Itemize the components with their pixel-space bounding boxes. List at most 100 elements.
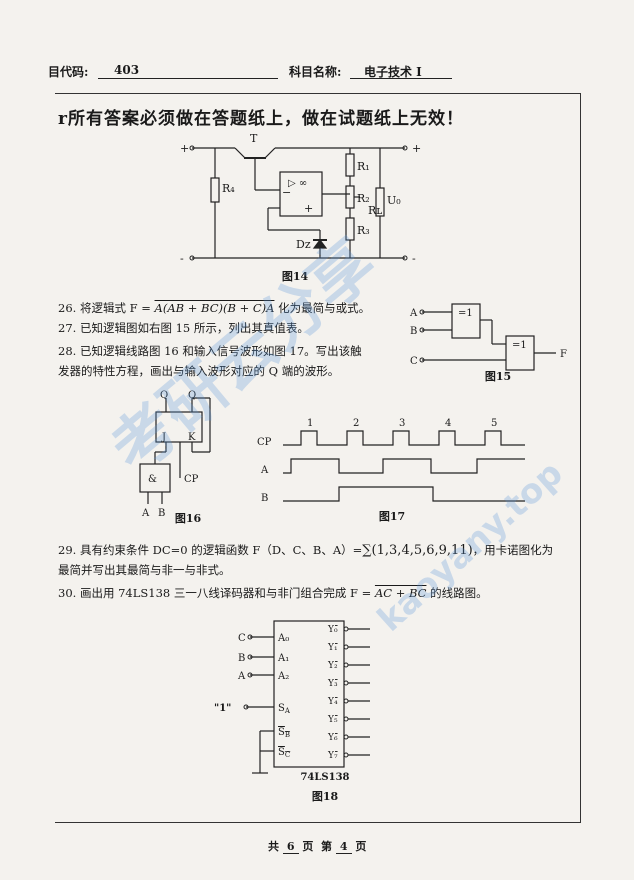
subject-label: 科目名称: (289, 65, 342, 79)
fig14-plus-right: + (412, 142, 421, 155)
subject-value: 电子技术 I (364, 65, 422, 79)
figure-17-caption: 图17 (378, 510, 406, 523)
fig18-chip-name: 74LS138 (300, 772, 350, 783)
fig18-pin-sc: SC (278, 747, 290, 759)
fig15-output-f: F (560, 349, 567, 360)
figure-14-circuit: + - + - T R₄ R₁ R₂ R₃ Rʟ U₀ Dz ▷ ∞ − + (180, 132, 421, 265)
question-29-suffix: ，用卡诺图化为 (472, 543, 554, 557)
fig18-pin-sa: SA (278, 703, 291, 715)
fig16-label-q: Q (160, 390, 168, 401)
fig18-output-y5: Y₅ (327, 715, 338, 725)
question-29-line2: 最简并写出其最简与非一与非式。 (58, 563, 231, 577)
fig18-output-y4: Y₄ (327, 697, 338, 707)
question-29-prefix: 29. 具有约束条件 DC=0 的逻辑函数 F（D、C、B、A）= (58, 543, 363, 557)
fig14-amp-symbol: ▷ ∞ (288, 178, 307, 189)
fig17-pulse-number: 5 (491, 418, 497, 429)
fig18-input-b: B (238, 653, 245, 664)
fig16-label-j: J (161, 432, 166, 443)
question-27: 27. 已知逻辑图如右图 15 所示，列出其真值表。 (58, 321, 309, 335)
fig14-label-uo: U₀ (387, 194, 401, 207)
fig17-pulse-number: 3 (399, 418, 405, 429)
question-26: 26. 将逻辑式 F = A(AB + BC)(B + C)A 化为最简与或式。 (58, 300, 370, 316)
fig16-label-a: A (141, 508, 150, 519)
fig16-label-k: K (188, 432, 196, 443)
fig17-pulse-number: 1 (307, 418, 313, 429)
question-29-sum: ∑(1,3,4,5,6,9,11) (362, 543, 473, 558)
fig17-wave-a (283, 458, 525, 474)
fig18-input-a: A (237, 671, 246, 682)
fig14-minus-left: - (180, 252, 184, 265)
fig14-label-rl: Rʟ (368, 204, 382, 217)
answer-notice: r所有答案必须做在答题纸上，做在试题纸上无效！ (58, 109, 464, 129)
fig15-input-c: C (410, 356, 418, 367)
fig17-signal-b: B (261, 493, 268, 504)
fig18-pin-sb: SB (278, 727, 290, 739)
fig18-output-y1: Y₁ (327, 643, 338, 653)
question-29-line1: 29. 具有约束条件 DC=0 的逻辑函数 F（D、C、B、A）=∑(1,3,4… (58, 542, 553, 559)
fig17-wave-cp (283, 430, 525, 446)
fig18-input-c: C (238, 633, 246, 644)
fig17-signal-a: A (260, 465, 269, 476)
exam-code-label: 目代码: (48, 65, 89, 79)
question-26-expression: A(AB + BC)(B + C)A (154, 301, 275, 315)
fig18-output-y6: Y₆ (327, 733, 338, 743)
fig15-gate1-label: =1 (458, 308, 473, 319)
fig18-pin-a2: A₂ (277, 671, 289, 682)
question-28-line2: 发器的特性方程，画出与输入波形对应的 Q 端的波形。 (58, 364, 340, 378)
question-26-prefix: 26. 将逻辑式 F = (58, 301, 155, 315)
footer-total-pages: 6 (282, 840, 299, 854)
fig14-minus-right: - (412, 252, 416, 265)
figure-17-waveforms: CP A B 1 2 3 4 5 (257, 418, 525, 504)
fig15-input-a: A (409, 308, 418, 319)
fig17-wave-b (283, 486, 525, 502)
fig16-label-qbar: Q (188, 390, 196, 401)
fig18-output-y3: Y₃ (327, 679, 338, 689)
fig14-amp-plus: + (304, 202, 313, 215)
figure-15-logic: A B C =1 =1 F (409, 303, 567, 371)
fig14-label-r4: R₄ (222, 182, 235, 195)
footer-page-unit: 页 (302, 840, 314, 853)
figure-16-caption: 图16 (174, 512, 202, 525)
exam-frame (55, 93, 581, 823)
figure-14-caption: 图14 (281, 270, 309, 283)
footer-total-label: 共 (268, 840, 279, 853)
fig18-pin-a0: A₀ (277, 633, 289, 644)
fig14-label-t: T (250, 132, 258, 145)
fig15-input-b: B (410, 326, 417, 337)
fig14-plus-left: + (180, 142, 189, 155)
footer-current-unit: 页 (355, 840, 367, 853)
question-26-suffix: 化为最简与或式。 (274, 301, 371, 315)
fig16-label-b: B (158, 508, 165, 519)
fig18-output-y7: Y₇ (327, 751, 338, 761)
fig15-gate2-label: =1 (512, 340, 527, 351)
fig14-label-r3: R₃ (357, 224, 370, 237)
fig14-label-dz: Dz (296, 238, 311, 251)
exam-code-value: 403 (114, 63, 140, 77)
subject-field: 电子技术 I (350, 63, 452, 79)
fig14-amp-minus: − (282, 186, 291, 199)
figure-18-caption: 图18 (311, 790, 339, 803)
figure-18-decoder: C B A A₀ A₁ A₂ "1" SA SB SC Y₀ Y₁ Y₂ Y₃ … (214, 620, 370, 774)
page-footer: 共 6 页 第 4 页 (268, 838, 366, 854)
fig17-pulse-number: 4 (445, 418, 451, 429)
exam-code-field: 403 (98, 63, 278, 79)
fig18-enable-input: "1" (214, 703, 231, 714)
figure-16-flipflop: Q Q J K & CP A B (139, 390, 211, 519)
footer-current-page: 4 (335, 840, 352, 854)
fig14-label-r1: R₁ (357, 160, 370, 173)
fig14-label-r2: R₂ (357, 192, 370, 205)
question-30-suffix: 的线路图。 (426, 586, 488, 600)
fig17-pulse-number: 2 (353, 418, 359, 429)
fig16-label-cp: CP (184, 474, 199, 485)
question-28-line1: 28. 已知逻辑线路图 16 和输入信号波形如图 17。写出该触 (58, 344, 362, 358)
fig18-output-y2: Y₂ (327, 661, 338, 671)
footer-current-label: 第 (321, 840, 333, 853)
fig16-and-gate: & (148, 474, 157, 485)
question-30: 30. 画出用 74LS138 三一八线译码器和与非门组合完成 F = AC +… (58, 585, 488, 601)
fig17-signal-cp: CP (257, 437, 272, 448)
fig18-output-y0: Y₀ (327, 625, 338, 635)
question-30-expression: AC + BC (374, 586, 427, 600)
question-30-prefix: 30. 画出用 74LS138 三一八线译码器和与非门组合完成 F = (58, 586, 375, 600)
figure-15-caption: 图15 (484, 370, 512, 383)
fig18-pin-a1: A₁ (277, 653, 289, 664)
